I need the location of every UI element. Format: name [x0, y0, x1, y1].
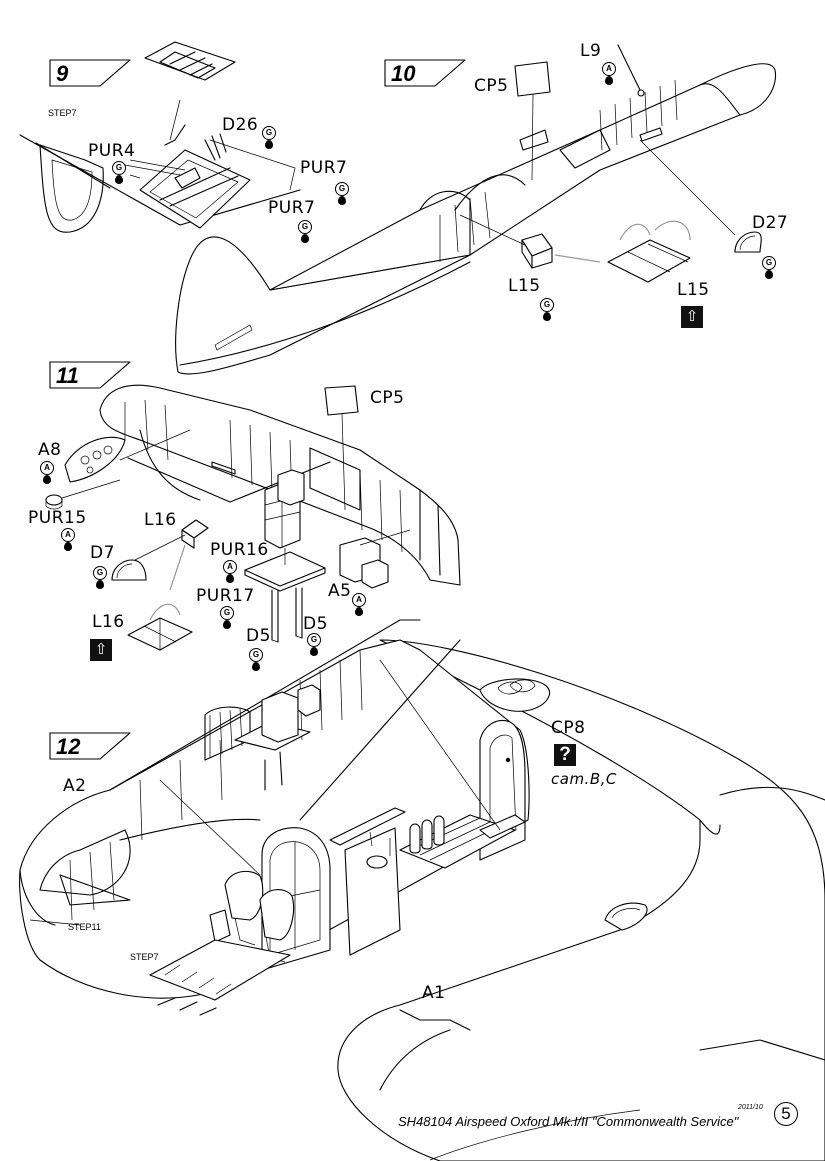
glue-g-badge-pur4: G [112, 161, 126, 185]
step-11: 11 [50, 360, 130, 390]
glue-drop-icon [64, 542, 72, 551]
glue-drop-icon [43, 475, 51, 484]
label-pur16: PUR16 [210, 540, 269, 560]
glue-drop-icon [338, 196, 346, 205]
glue-drop-icon [355, 607, 363, 616]
glue-g-badge-pur7-a: G [335, 182, 349, 206]
footer-date: 2011/10 [738, 1104, 763, 1111]
glue-g-badge-d26: G [262, 126, 276, 150]
label-pur4: PUR4 [88, 141, 136, 161]
glue-drop-icon [310, 647, 318, 656]
label-d5-b: D5 [303, 614, 328, 634]
glue-drop-icon [252, 662, 260, 671]
step-12-number: 12 [56, 734, 81, 759]
step-9: 9 [50, 58, 130, 88]
step-10-drawing [175, 44, 777, 375]
step-10: 10 [385, 58, 465, 88]
label-l16-b: L16 [92, 612, 125, 632]
step-12-frame [49, 732, 131, 760]
photo-etch-icon: ⇧ [681, 306, 703, 328]
label-d7: D7 [90, 543, 115, 563]
glue-drop-icon [223, 620, 231, 629]
glue-drop-icon [605, 76, 613, 85]
label-a1: A1 [422, 983, 446, 1003]
footer-title: SH48104 Airspeed Oxford Mk.I/II "Commonw… [398, 1114, 739, 1129]
label-a2: A2 [63, 776, 87, 796]
glue-a-badge-l9: A [602, 62, 616, 86]
step-10-frame [384, 59, 466, 87]
glue-g-badge-pur17: G [220, 606, 234, 630]
label-cp5-top: CP5 [474, 76, 509, 96]
label-a5: A5 [328, 581, 352, 601]
step7-ref-bottom: STEP7 [130, 952, 159, 962]
label-cp5-mid: CP5 [370, 388, 405, 408]
glue-g-badge-d5-a: G [249, 648, 263, 672]
page-number: 5 [774, 1102, 798, 1126]
label-l9: L9 [580, 41, 602, 61]
label-d26: D26 [222, 115, 259, 135]
label-pur17: PUR17 [196, 586, 255, 606]
label-l15-a: L15 [508, 276, 541, 296]
step11-ref: STEP11 [68, 922, 101, 932]
step-10-number: 10 [391, 61, 416, 86]
label-a8: A8 [38, 440, 62, 460]
label-camouflage: cam.B,C [551, 770, 617, 788]
step-9-number: 9 [56, 61, 69, 86]
label-pur15: PUR15 [28, 508, 87, 528]
glue-drop-icon [115, 175, 123, 184]
photo-etch-icon: ⇧ [90, 639, 112, 661]
glue-drop-icon [543, 312, 551, 321]
glue-g-badge-d7: G [93, 566, 107, 590]
glue-g-badge-d5-b: G [307, 633, 321, 657]
label-cp8: CP8 [551, 718, 586, 738]
glue-a-badge-pur16: A [223, 560, 237, 584]
step-11-drawing [45, 384, 461, 651]
label-pur7-a: PUR7 [300, 158, 348, 178]
question-icon: ? [554, 744, 576, 766]
glue-drop-icon [301, 234, 309, 243]
label-l16-a: L16 [144, 510, 177, 530]
label-pur7-b: PUR7 [268, 198, 316, 218]
label-d5-a: D5 [246, 626, 271, 646]
step-9-frame [49, 59, 131, 87]
glue-g-badge-l15: G [540, 298, 554, 322]
step7-ref-top: STEP7 [48, 108, 77, 118]
glue-drop-icon [765, 270, 773, 279]
label-d27: D27 [752, 213, 789, 233]
step-12: 12 [50, 731, 130, 761]
step-11-frame [49, 361, 131, 389]
step-12-drawing [19, 619, 825, 1161]
glue-drop-icon [96, 580, 104, 589]
glue-g-badge-d27: G [762, 256, 776, 280]
glue-a-badge-a5: A [352, 593, 366, 617]
glue-drop-icon [265, 140, 273, 149]
step-11-number: 11 [56, 363, 79, 388]
glue-a-badge-pur15: A [61, 528, 75, 552]
step-frames [49, 59, 466, 760]
glue-drop-icon [226, 574, 234, 583]
glue-g-badge-pur7-b: G [298, 220, 312, 244]
step-9-drawing [19, 41, 301, 233]
label-l15-b: L15 [677, 280, 710, 300]
glue-a-badge-a8: A [40, 461, 54, 485]
